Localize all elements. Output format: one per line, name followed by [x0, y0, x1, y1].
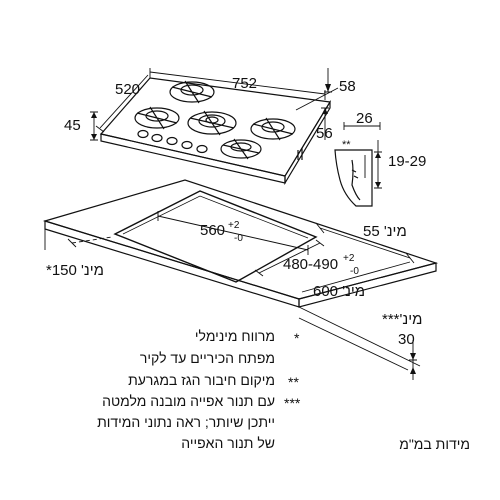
countertop	[42, 179, 439, 371]
note-3-line-1: עם תנור אפייה מובנה מלמטה	[102, 393, 275, 409]
cutout-width-value: 560	[200, 222, 226, 239]
cutout-dimension-lines	[67, 211, 417, 380]
cutout-depth-tol-minus: -0	[350, 266, 359, 277]
hob-depth-label: 520	[115, 81, 141, 98]
bracket-range-label: 19-29	[388, 153, 427, 170]
note-3-line-3: של תנור האפייה	[181, 435, 275, 451]
note-1-marker: *	[294, 330, 300, 346]
hob-illustration	[99, 77, 331, 186]
hob-width-label: 752	[232, 75, 258, 92]
cutout-depth-tol-plus: +2	[343, 253, 355, 264]
control-knobs	[137, 129, 208, 154]
burner-front-right	[220, 138, 262, 160]
hob-side-height-label: 56	[316, 125, 333, 142]
clearance-min-30-label: מינ'***	[382, 311, 423, 328]
burner-top-center	[169, 80, 215, 104]
hob-height-label: 45	[64, 117, 81, 134]
cutout-width-tol-plus: +2	[228, 220, 240, 231]
cutout-depth-value: 480-490	[283, 256, 339, 273]
units-note: מידות במ"מ	[399, 436, 470, 452]
cutout-width-tol-minus: -0	[234, 233, 243, 244]
burner-right	[250, 117, 296, 141]
note-2-line-1: מיקום חיבור הגז במגרעת	[128, 372, 275, 388]
note-1-line-2: מפתח הכיריים עד לקיר	[139, 350, 275, 366]
bracket-width-label: 26	[356, 110, 373, 127]
burner-top-left	[134, 106, 180, 130]
hob-dimension-lines	[90, 68, 339, 141]
hob-top-right-label: 58	[339, 78, 356, 95]
clearance-min-55: מינ' 55	[363, 223, 407, 240]
burner-wok-center	[187, 110, 237, 136]
note-3-marker: ***	[284, 395, 301, 411]
clearance-min-30-value: 30	[398, 331, 415, 348]
note-1-line-1: מרווח מינימלי	[194, 328, 275, 344]
gas-connection-mark: **	[342, 139, 351, 151]
cutout-outline	[113, 190, 318, 283]
clearance-min-150: מינ' 150*	[46, 262, 104, 279]
dimension-arrows	[91, 84, 416, 374]
clearance-min-600: מינ' 600	[313, 283, 366, 300]
note-3-line-2: ייתכן שיותר; ראה נתוני המידות	[97, 414, 275, 430]
note-2-marker: **	[288, 374, 299, 390]
bracket-detail	[334, 122, 382, 207]
